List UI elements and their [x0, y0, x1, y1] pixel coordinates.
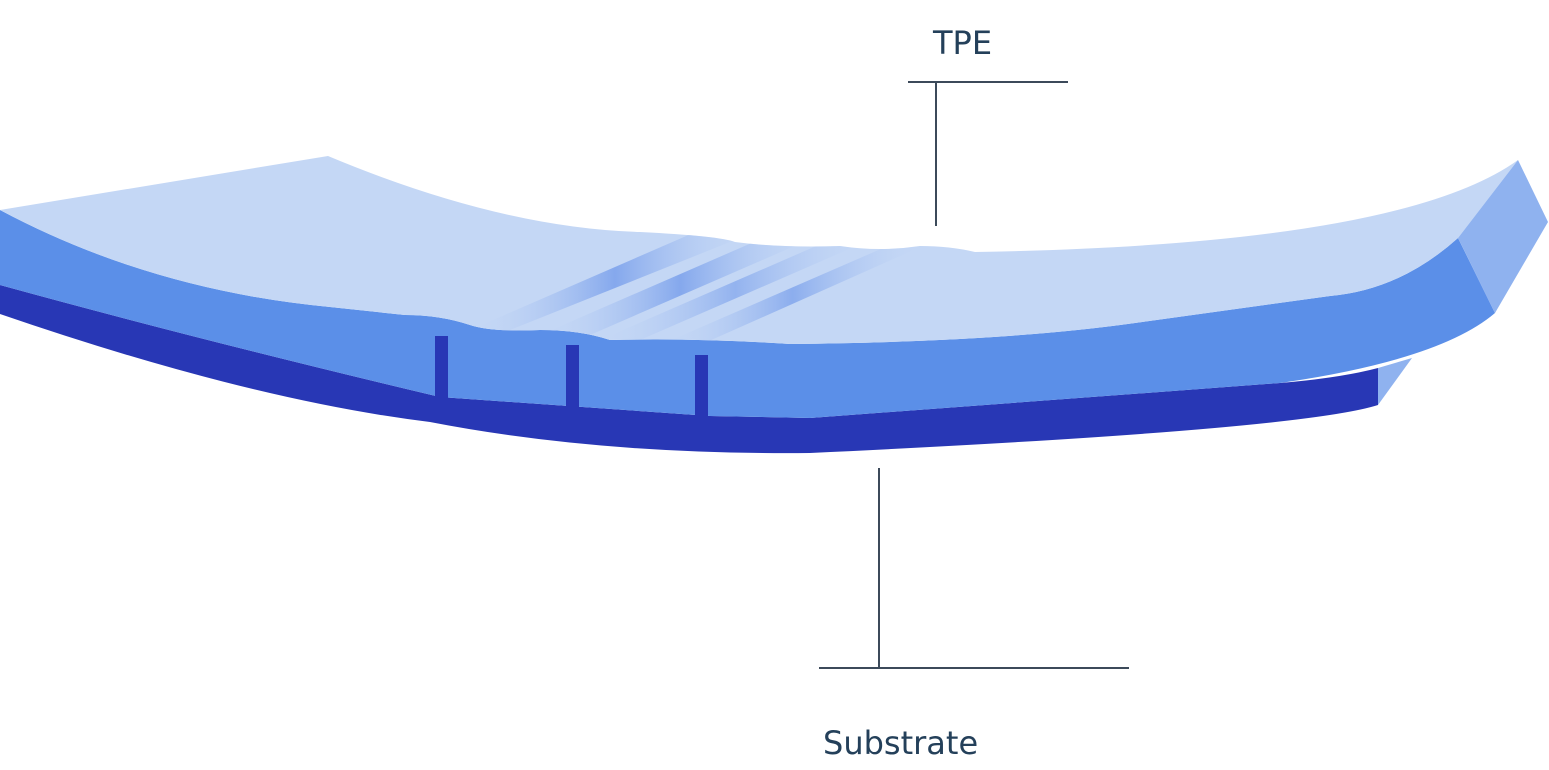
substrate-label: Substrate [823, 724, 979, 762]
rib [435, 336, 448, 398]
substrate-end-face [1378, 358, 1412, 405]
tpe-stripes [470, 230, 925, 344]
tpe-side-face [0, 210, 1495, 418]
rib [566, 345, 579, 409]
tpe-end-face [1458, 160, 1548, 313]
tpe-label: TPE [933, 24, 993, 62]
rib [695, 355, 708, 416]
substrate-layer [0, 285, 1378, 454]
